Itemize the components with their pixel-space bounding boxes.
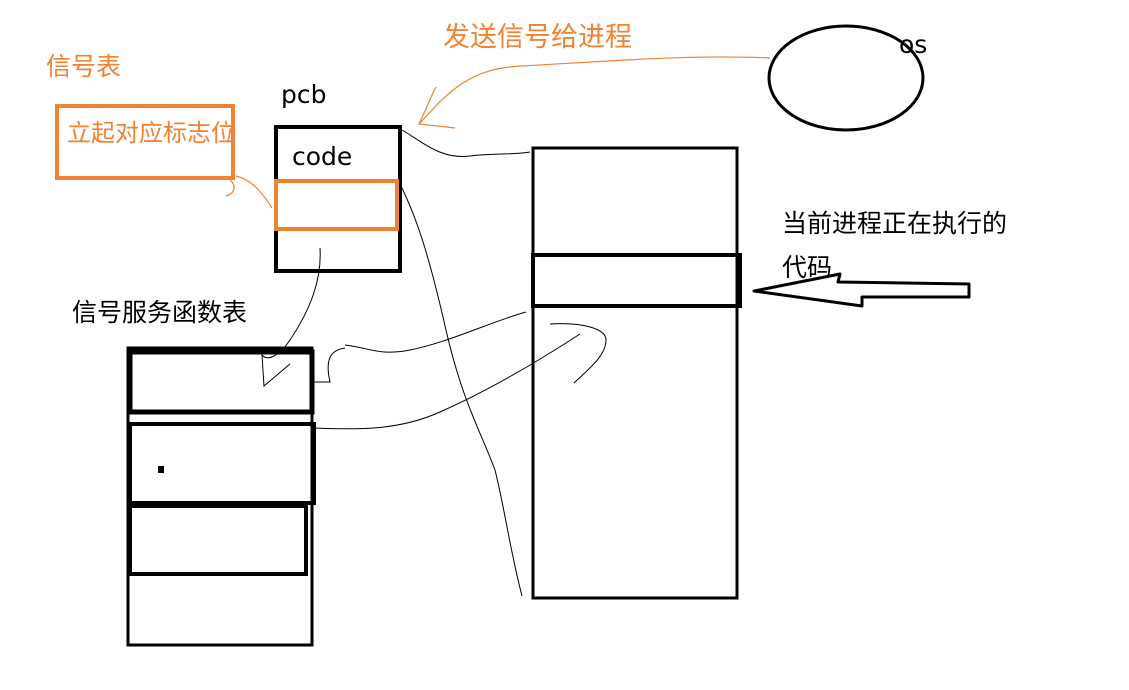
pcb-to-code-bottom-line xyxy=(399,183,523,597)
flag-leader-line xyxy=(225,175,273,209)
pcb-to-code-line xyxy=(401,129,531,157)
current-code-label-line2: 代码 xyxy=(782,253,833,282)
handler-to-code-line-2 xyxy=(313,333,581,430)
pcb-signal-slot xyxy=(274,179,399,231)
set-flag-label: 立起对应标志位 xyxy=(67,119,235,147)
handler-table-box xyxy=(126,346,314,647)
handler-to-code-line-1 xyxy=(312,311,527,383)
current-code-label-line1: 当前进程正在执行的 xyxy=(782,209,1008,238)
handler-row-1 xyxy=(127,349,315,415)
return-arrow-line xyxy=(549,323,607,384)
handler-table-label: 信号服务函数表 xyxy=(72,298,248,327)
os-label: os xyxy=(899,30,928,59)
os-to-pcb-arrowhead xyxy=(418,86,456,129)
pcb-to-handler-line xyxy=(261,247,321,388)
handler-row-2 xyxy=(128,422,316,505)
code-block xyxy=(531,146,739,600)
handler-row-3 xyxy=(128,504,308,576)
send-signal-label: 发送信号给进程 xyxy=(443,22,632,53)
pcb-label: pcb xyxy=(281,80,327,109)
flag-box xyxy=(55,104,235,180)
handler-dot xyxy=(158,466,164,473)
current-code-row xyxy=(531,253,742,308)
code-label: code xyxy=(292,142,353,171)
signal-table-label: 信号表 xyxy=(46,52,122,81)
pointer-arrow-icon xyxy=(752,272,971,308)
os-to-pcb-arrow xyxy=(419,56,771,124)
os-ellipse xyxy=(767,24,925,132)
